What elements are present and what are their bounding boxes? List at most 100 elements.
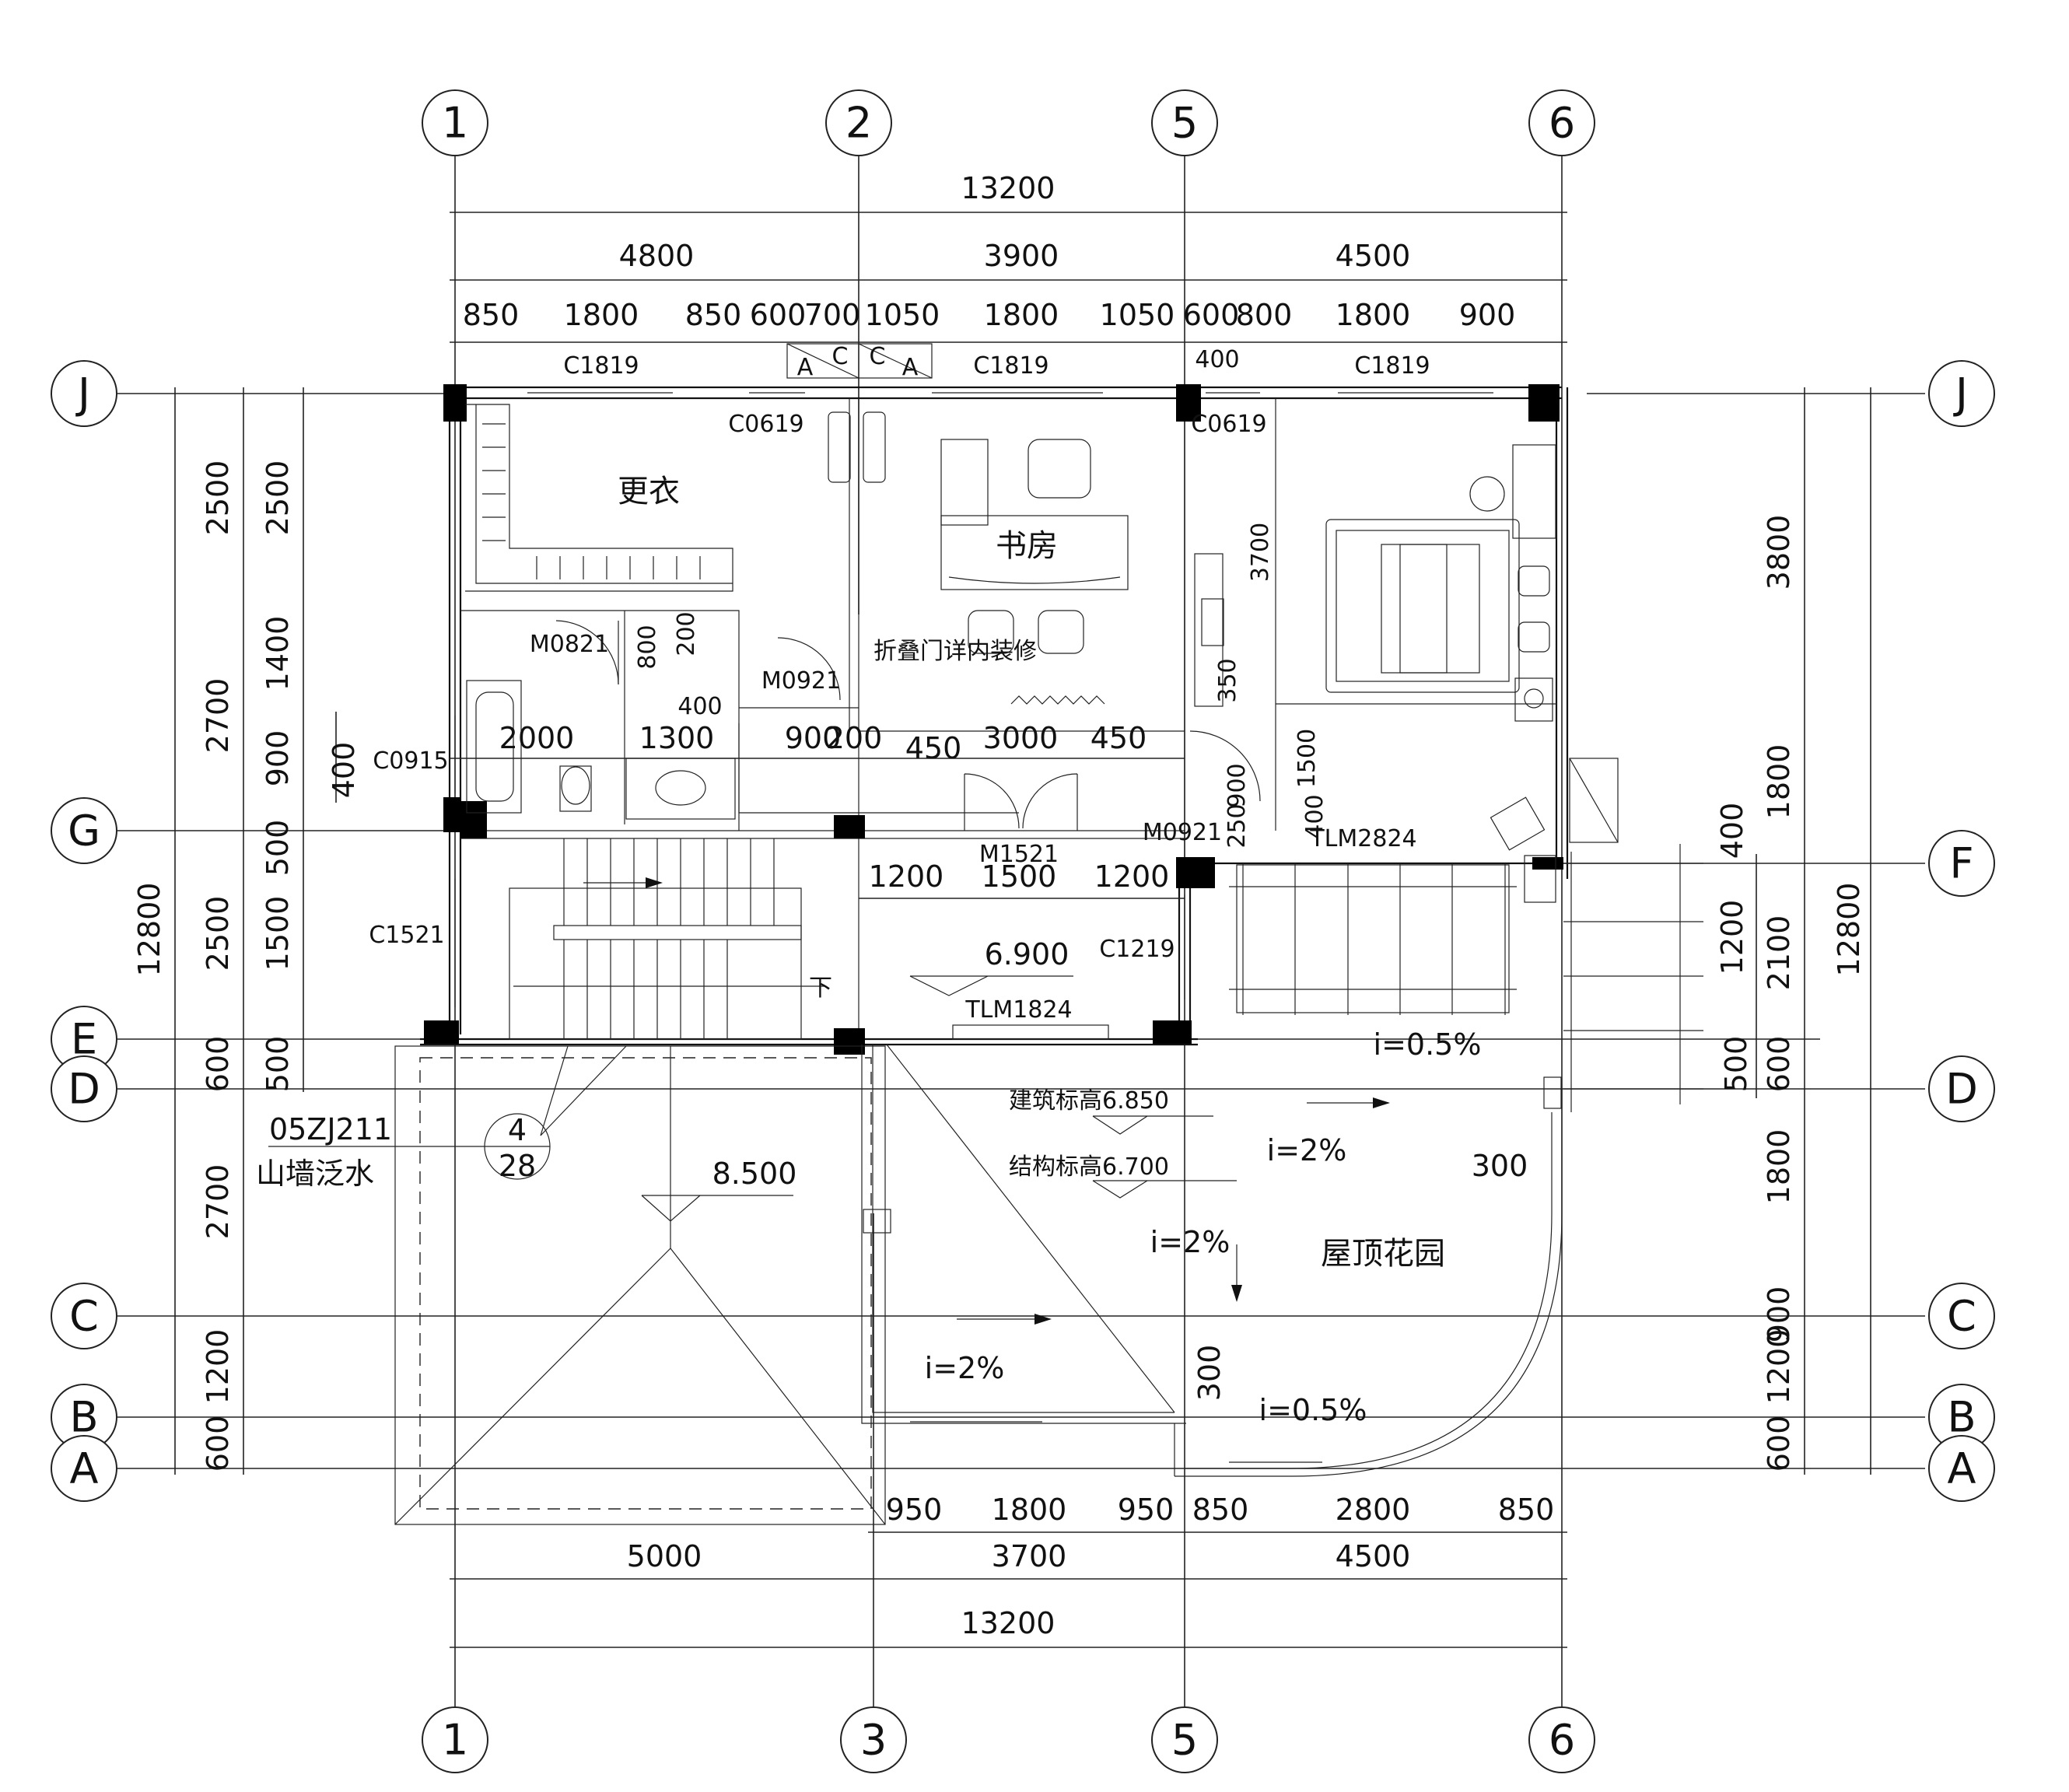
dim-top-detail: 1800 (564, 298, 639, 332)
axis-label: 1 (442, 99, 468, 148)
dim-left-inner: 900 (261, 730, 295, 787)
axis-label: G (68, 807, 100, 856)
axis-label: 2 (845, 99, 872, 148)
door-label: M0921 (1143, 819, 1222, 846)
dim-bottom-detail: 950 (1118, 1493, 1175, 1527)
dim-top-detail: 1800 (984, 298, 1059, 332)
dim-right-mid: 900 (1762, 1286, 1796, 1343)
ac-label: C (870, 343, 886, 370)
column (443, 384, 467, 422)
elevation-arch: 建筑标高6.850 (1009, 1087, 1169, 1115)
dim-top-detail: 900 (1459, 298, 1516, 332)
axis-bubble-top-5: 5 (1151, 89, 1218, 156)
dim-interior: 3700 (1247, 523, 1274, 582)
axis-label: C (69, 1292, 99, 1341)
axis-label: B (69, 1393, 98, 1442)
dim-left-inner: 1400 (261, 616, 295, 691)
column (1532, 857, 1563, 870)
dim-left-outer: 2500 (201, 896, 235, 971)
axis-label: A (70, 1444, 99, 1493)
dim-left-detail: 400 (327, 742, 361, 799)
dim-interior: 900 (785, 721, 842, 755)
dim-interior: 1500 (1294, 729, 1321, 788)
dim-interior: 300 (1192, 1345, 1227, 1402)
dim-bottom-mid: 3700 (992, 1539, 1067, 1573)
axis-label: B (1947, 1393, 1976, 1442)
slope-label: i=2% (1150, 1225, 1231, 1259)
detail-number: 4 (508, 1113, 527, 1147)
column (1528, 384, 1560, 422)
axis-bubble-right-B: B (1928, 1384, 1995, 1451)
dim-left-outer: 600 (201, 1036, 235, 1093)
dim-top-detail: 1050 (865, 298, 940, 332)
dim-left-outer: 600 (201, 1416, 235, 1472)
window-label: C1819 (1354, 352, 1430, 380)
slope-label: i=2% (1267, 1133, 1347, 1167)
dim-left-total: 12800 (132, 883, 166, 977)
dim-top-total: 13200 (961, 171, 1056, 205)
dim-bottom-detail: 2800 (1336, 1493, 1411, 1527)
dim-bottom-detail: 850 (1498, 1493, 1555, 1527)
dim-interior: 1500 (982, 859, 1057, 894)
roof-garden: 建筑标高6.850 结构标高6.700 i=2% i=2% i=0.5% i=0… (1009, 1027, 1563, 1477)
axis-label: 3 (860, 1716, 887, 1765)
column (1176, 857, 1215, 888)
axis-bubble-right-F: F (1928, 830, 1995, 897)
dim-left-inner: 500 (261, 820, 295, 877)
axis-label: D (1945, 1065, 1978, 1114)
dim-bottom-detail: 950 (886, 1493, 943, 1527)
dim-interior: 900 (1224, 763, 1251, 807)
window-label: C1521 (369, 922, 444, 949)
terrace-pergola (1229, 844, 1703, 1112)
elevation-struct: 结构标高6.700 (1009, 1153, 1169, 1181)
dim-right-mid: 600 (1762, 1036, 1796, 1093)
axis-bubble-left-D: D (51, 1055, 117, 1122)
column (443, 797, 460, 832)
folding-door-note: 折叠门详内装修 (873, 638, 1037, 665)
dim-interior: 250 (1224, 803, 1251, 848)
dim-top-mid: 4500 (1336, 239, 1411, 273)
stair-down-label: 下 (809, 975, 832, 1002)
dim-right-mid: 3800 (1762, 515, 1796, 590)
axis-label: A (1948, 1444, 1976, 1493)
walls (420, 386, 1569, 1046)
column (424, 1020, 459, 1044)
slope-label: i=0.5% (1374, 1027, 1482, 1062)
axis-bubble-left-B: B (51, 1384, 117, 1451)
dim-bottom-mid: 5000 (627, 1539, 702, 1573)
axis-bubble-right-D: D (1928, 1055, 1995, 1122)
window-label: C1819 (973, 352, 1049, 380)
dim-right-mid: 1800 (1762, 1129, 1796, 1205)
dim-top-detail: 1800 (1336, 298, 1411, 332)
dim-right-inner: 1200 (1715, 900, 1749, 975)
axis-bubble-right-A: A (1928, 1435, 1995, 1502)
dim-bottom-detail: 850 (1192, 1493, 1249, 1527)
dim-right-mid: 1200 (1762, 1329, 1796, 1405)
axis-bubble-left-C: C (51, 1283, 117, 1349)
bathroom: M0821 800 200 400 2000 1300 (450, 611, 1185, 820)
room-label-garden: 屋顶花园 (1321, 1236, 1445, 1272)
bedroom: 3700 350 1500 900 250 400 TLM2824 M0921 (1143, 444, 1619, 852)
axis-bubble-bottom-1: 1 (422, 1706, 488, 1773)
dim-interior: 2000 (499, 721, 575, 755)
axis-label: J (75, 369, 90, 418)
column (460, 801, 487, 838)
door-label: M0921 (761, 667, 841, 695)
dim-top-detail: 1050 (1100, 298, 1175, 332)
room-label-study: 书房 (996, 528, 1058, 564)
dim-interior: 400 (1301, 794, 1329, 838)
study-room: 书房 折叠门详内装修 M0921 (761, 439, 1129, 705)
corridor: 900 200 450 3000 450 M1521 1200 1500 120… (785, 721, 1185, 1040)
left-dimensions: 12800 2500 2700 2500 600 2700 1200 600 2… (132, 387, 361, 1475)
axis-bubble-top-6: 6 (1528, 89, 1595, 156)
right-dimensions: 12800 3800 1800 400 2100 600 1800 900 12… (1715, 387, 1871, 1475)
column (1153, 1020, 1192, 1044)
dim-top-mid: 3900 (984, 239, 1059, 273)
elevation-ridge: 8.500 (712, 1157, 797, 1191)
dim-left-outer: 2700 (201, 678, 235, 754)
axis-bubble-top-2: 2 (825, 89, 892, 156)
bottom-dimensions: 950 1800 950 850 2800 850 5000 3700 4500… (450, 1493, 1567, 1648)
room-label-dressing: 更衣 (618, 474, 680, 509)
dim-right-mid: 400 (1715, 803, 1749, 859)
